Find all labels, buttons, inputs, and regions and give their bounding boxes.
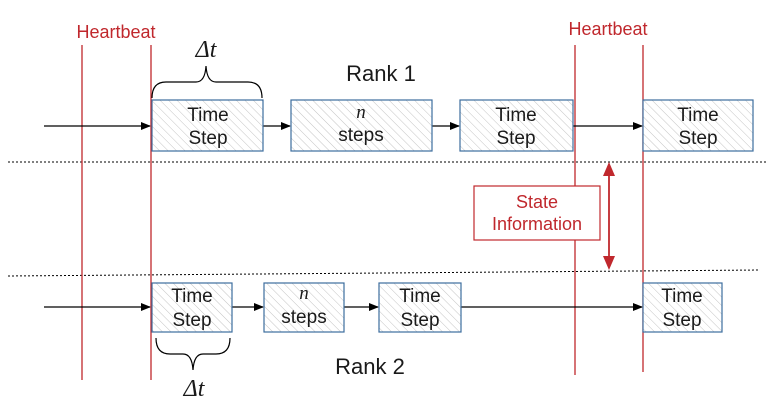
- block-line2: Step: [662, 310, 701, 331]
- rank1-label: Rank 1: [346, 61, 416, 86]
- separator-bottom: [7, 269, 761, 277]
- rank1-block-3: Time Step: [459, 99, 574, 152]
- rank2-delta-label: Δt: [183, 376, 206, 402]
- rank2-delta-brace: [155, 337, 231, 371]
- block-line1: Time: [661, 286, 703, 307]
- block-line2: Step: [172, 310, 211, 331]
- block-line1: Time: [677, 105, 719, 126]
- block-line1: n: [299, 283, 309, 304]
- block-line2: Step: [678, 128, 717, 149]
- rank2-label: Rank 2: [335, 354, 405, 379]
- rank2-block-1: Time Step: [151, 282, 233, 333]
- rank1-delta-label: Δt: [195, 37, 218, 63]
- rank1-delta-brace: [151, 65, 263, 99]
- heartbeat-label-right: Heartbeat: [568, 19, 647, 39]
- rank1-block-4: Time Step: [642, 99, 754, 152]
- block-line2: Step: [496, 128, 535, 149]
- heartbeat-label-left: Heartbeat: [76, 22, 155, 42]
- state-info-line2: Information: [492, 214, 582, 234]
- block-line1: Time: [495, 105, 537, 126]
- rank2-block-4: Time Step: [642, 282, 723, 333]
- block-line1: Time: [171, 286, 213, 307]
- block-line2: steps: [338, 125, 383, 146]
- state-information-box: State Information: [473, 185, 601, 241]
- state-info-line1: State: [516, 192, 558, 212]
- rank2-block-3: Time Step: [378, 282, 462, 333]
- rank1-block-2: n steps: [290, 99, 433, 152]
- block-line2: steps: [281, 307, 326, 328]
- block-line2: Step: [400, 310, 439, 331]
- rank1-block-1: Time Step: [151, 99, 264, 152]
- block-line2: Step: [188, 128, 227, 149]
- block-line1: Time: [399, 286, 441, 307]
- state-transfer-arrow: [603, 162, 615, 270]
- rank2-block-2: n steps: [263, 282, 345, 333]
- block-line1: n: [356, 102, 366, 123]
- block-line1: Time: [187, 105, 229, 126]
